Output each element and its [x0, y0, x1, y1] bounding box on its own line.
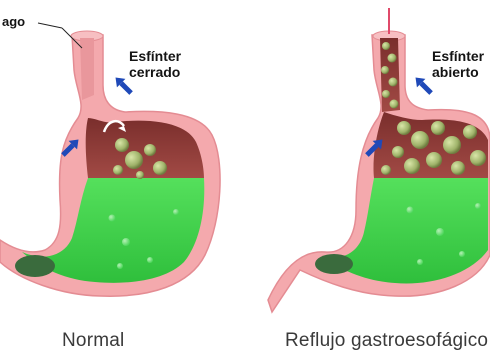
bubble: [147, 257, 153, 263]
bubble: [470, 150, 486, 166]
sphincter-closed-line-2: cerrado: [129, 64, 181, 80]
sphincter-open-line-2: abierto: [432, 64, 484, 80]
bubble: [122, 238, 130, 246]
bubble: [382, 42, 390, 50]
bubble: [388, 54, 397, 63]
caption-normal: Normal: [62, 330, 124, 352]
bubble: [407, 207, 414, 214]
bubble: [117, 263, 123, 269]
bubble: [381, 165, 391, 175]
caption-reflux: Reflujo gastroesofágico: [285, 330, 488, 352]
bubble: [390, 100, 399, 109]
bubble: [136, 171, 144, 179]
bubble: [459, 251, 465, 257]
bubble: [144, 144, 156, 156]
bubble: [389, 78, 398, 87]
bubble: [404, 158, 420, 174]
bubble: [397, 121, 411, 135]
bubble: [392, 146, 404, 158]
sphincter-open-line-1: Esfínter: [432, 48, 484, 64]
bubble: [173, 209, 179, 215]
bubble: [411, 131, 429, 149]
bubble: [153, 161, 167, 175]
pylorus-reflux: [315, 254, 353, 274]
pylorus-normal: [15, 255, 55, 277]
sphincter-closed-label: Esfínter cerrado: [129, 48, 181, 80]
esophagus-leader-line: [38, 23, 62, 28]
bubble: [463, 125, 477, 139]
bubble: [475, 203, 481, 209]
sphincter-open-label: Esfínter abierto: [432, 48, 484, 80]
bubble: [426, 152, 442, 168]
bubble: [382, 90, 390, 98]
bubble: [443, 136, 461, 154]
bubble: [113, 165, 123, 175]
bubble: [381, 66, 389, 74]
bubble: [115, 138, 129, 152]
bubble: [431, 121, 445, 135]
bubble: [109, 215, 116, 222]
stomach-normal: [0, 23, 220, 296]
bubble: [417, 259, 423, 265]
bubble: [451, 161, 465, 175]
esophagus-label: ago: [2, 14, 25, 29]
bubble: [436, 228, 444, 236]
sphincter-closed-line-1: Esfínter: [129, 48, 181, 64]
bubble: [125, 151, 143, 169]
